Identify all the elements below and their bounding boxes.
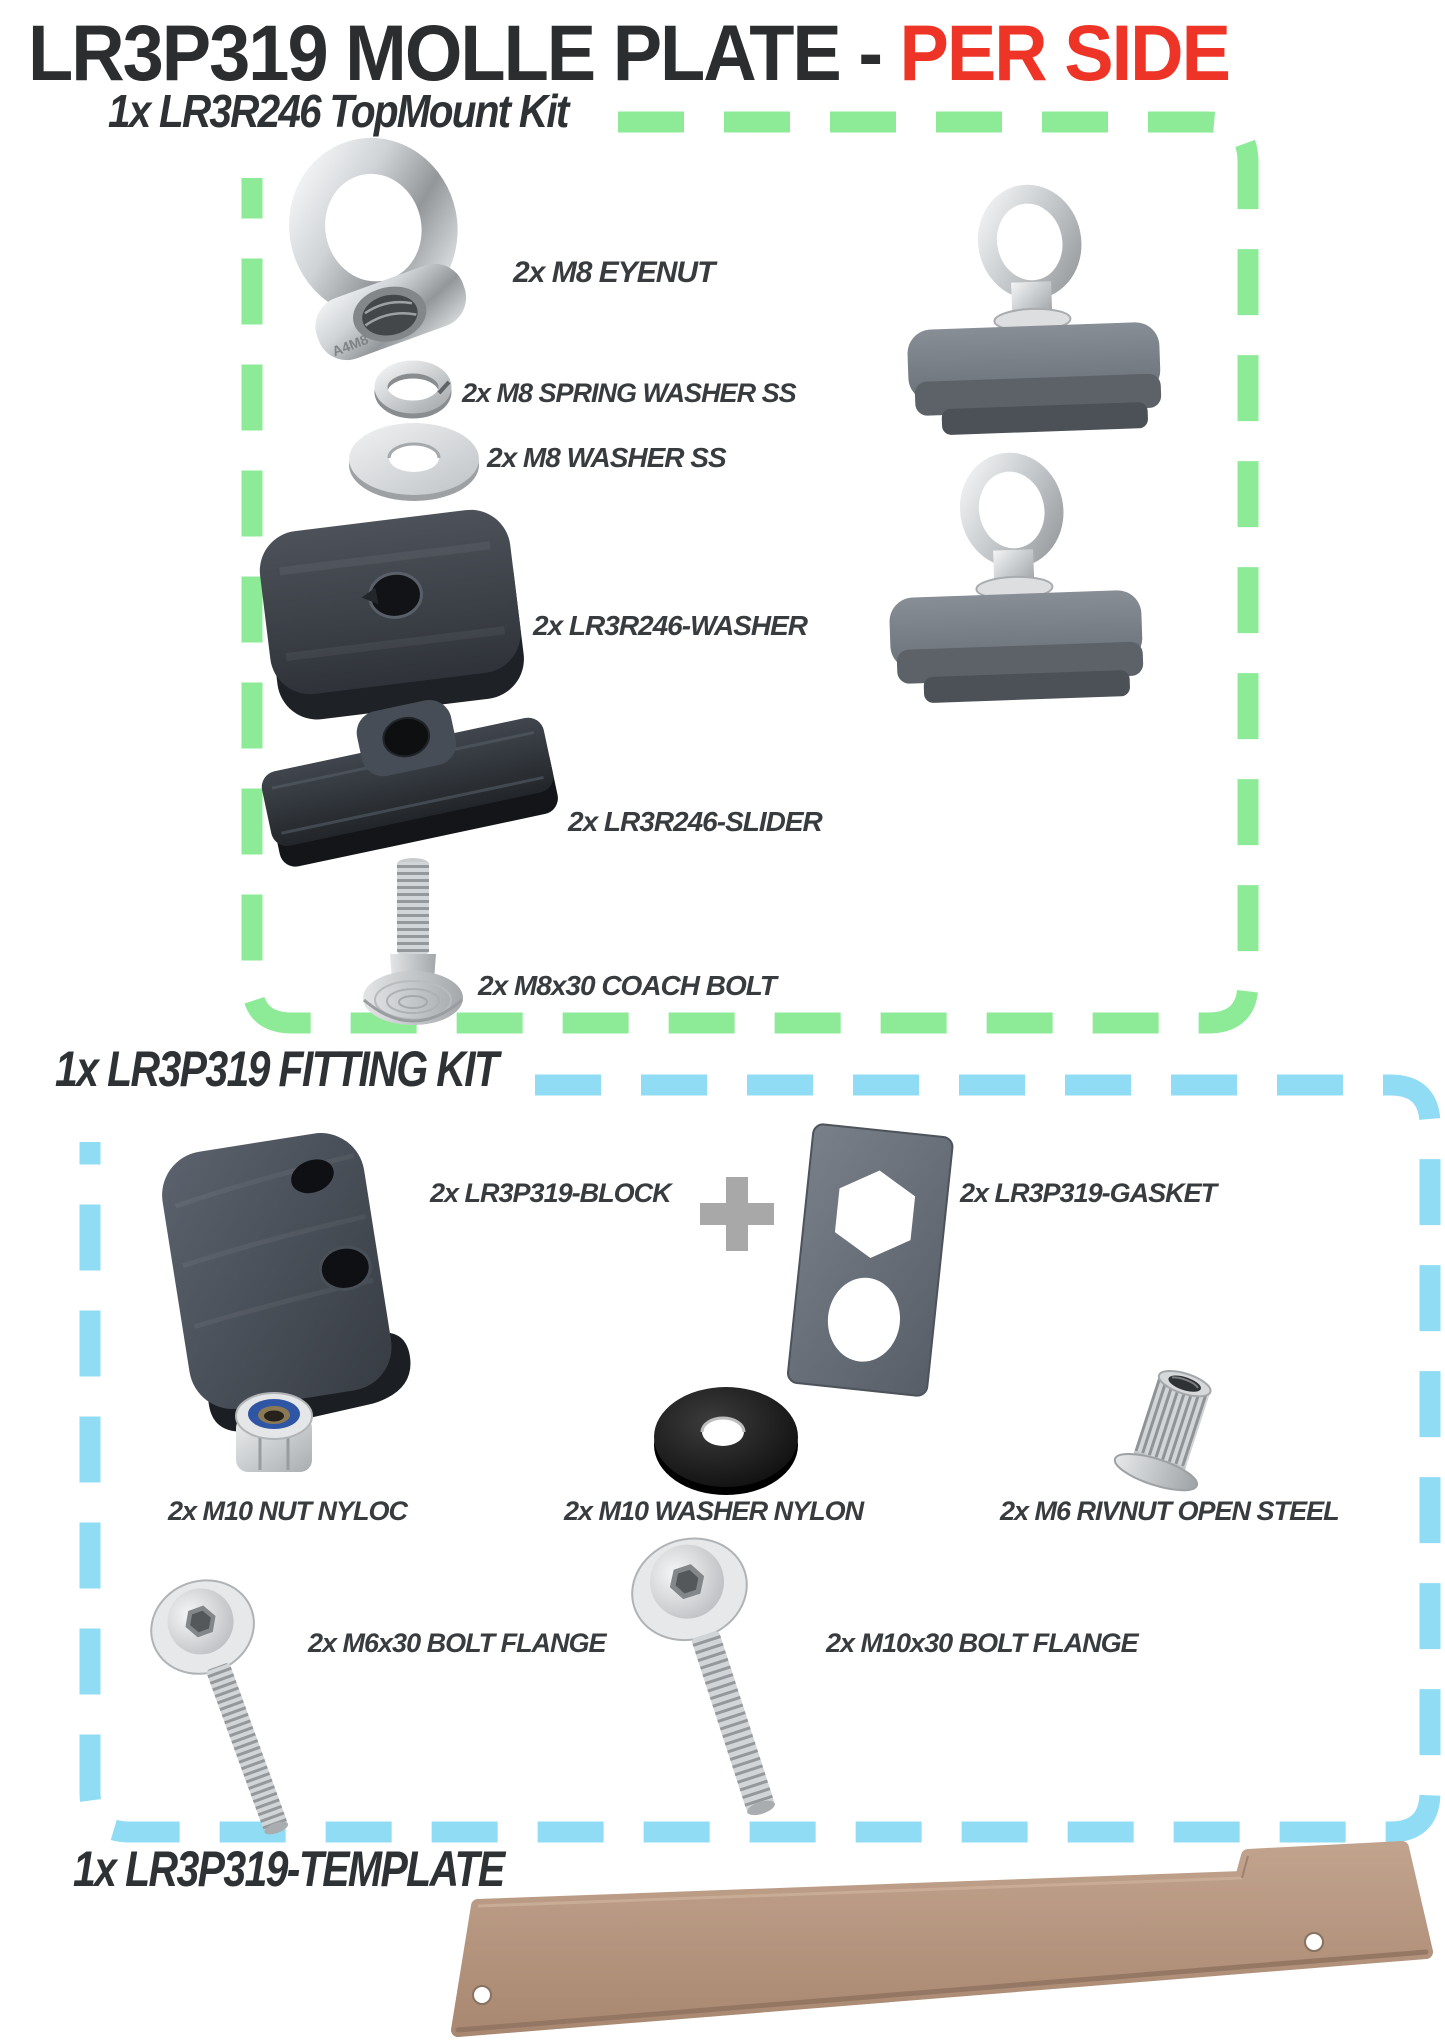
- label-nyloc-nut: 2x M10 NUT NYLOC: [168, 1496, 408, 1526]
- fitting-kit-heading: 1x LR3P319 FITTING KIT: [55, 1041, 499, 1097]
- nylon-washer-image: [654, 1387, 798, 1495]
- page-title-red: PER SIDE: [899, 9, 1231, 98]
- template-hole-right: [1304, 1932, 1324, 1952]
- fitting-kit-border: [79, 1074, 1441, 1843]
- page-title: LR3P319 MOLLE PLATE - PER SIDE: [28, 8, 1231, 98]
- m6-flange-bolt-image: [150, 1579, 289, 1835]
- topmount-assembled-unit-2: [889, 452, 1144, 703]
- template-hole-left: [472, 1985, 492, 2005]
- label-nylon-washer: 2x M10 WASHER NYLON: [564, 1496, 864, 1526]
- label-lr3p319-block: 2x LR3P319-BLOCK: [430, 1178, 672, 1208]
- plus-icon: [700, 1177, 774, 1251]
- label-flat-washer: 2x M8 WASHER SS: [487, 442, 727, 473]
- label-rivnut: 2x M6 RIVNUT OPEN STEEL: [1000, 1496, 1340, 1526]
- coach-bolt-image: [363, 858, 463, 1025]
- lr3p319-template-image: [451, 1841, 1433, 2037]
- label-m10-bolt: 2x M10x30 BOLT FLANGE: [826, 1628, 1139, 1658]
- label-eyenut: 2x M8 EYENUT: [513, 256, 715, 289]
- label-coach-bolt: 2x M8x30 COACH BOLT: [478, 970, 777, 1001]
- rivnut-image: [1113, 1369, 1212, 1492]
- lr3r246-washer-image: [259, 509, 524, 720]
- m10-flange-bolt-image: [631, 1537, 775, 1816]
- label-spring-washer: 2x M8 SPRING WASHER SS: [462, 378, 797, 408]
- topmount-kit-border: [241, 111, 1259, 1034]
- spring-washer-image: [374, 360, 452, 419]
- template-heading: 1x LR3P319-TEMPLATE: [73, 1841, 505, 1897]
- page-title-black: LR3P319 MOLLE PLATE -: [28, 9, 883, 98]
- topmount-kit-heading: 1x LR3R246 TopMount Kit: [108, 85, 569, 137]
- flat-washer-image: [349, 423, 479, 501]
- lr3p319-gasket-image: [786, 1123, 954, 1397]
- label-lr3r246-washer: 2x LR3R246-WASHER: [533, 610, 808, 641]
- label-m6-bolt: 2x M6x30 BOLT FLANGE: [308, 1628, 607, 1658]
- nyloc-nut-image: [235, 1392, 313, 1472]
- label-lr3p319-gasket: 2x LR3P319-GASKET: [960, 1178, 1217, 1208]
- eyenut-image: A4M8: [289, 137, 467, 361]
- topmount-assembled-unit-1: [907, 184, 1162, 435]
- lr3r246-slider-image: [261, 699, 558, 867]
- label-lr3r246-slider: 2x LR3R246-SLIDER: [568, 806, 823, 837]
